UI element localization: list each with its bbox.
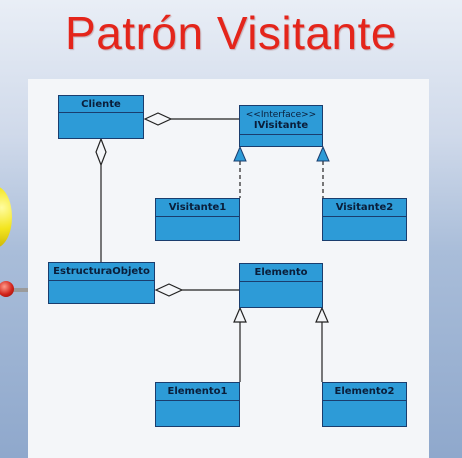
generalization-arrowhead-elemento2 — [315, 306, 329, 323]
class-name-elemento1: Elemento1 — [167, 386, 228, 397]
class-name-visitante1: Visitante1 — [168, 202, 227, 213]
red-sphere-decoration — [0, 281, 14, 297]
class-name-elemento: Elemento — [254, 267, 308, 278]
class-visitante2: Visitante2 — [322, 198, 407, 241]
class-name-ivisitante: IVisitante — [253, 119, 309, 131]
class-visitante1: Visitante1 — [155, 198, 240, 241]
realization-arrowhead-visitante2 — [316, 145, 330, 162]
class-name-estructura-objeto: EstructuraObjeto — [53, 266, 150, 277]
aggregation-diamond-estructura-elemento — [154, 283, 184, 297]
pin-stick-decoration — [12, 288, 30, 292]
class-name-cliente: Cliente — [81, 98, 121, 110]
aggregation-diamond-cliente-ivisitante — [143, 112, 173, 126]
generalization-arrowhead-elemento1 — [233, 306, 247, 323]
class-name-elemento2: Elemento2 — [334, 386, 395, 397]
yellow-sphere-decoration — [0, 186, 12, 248]
slide-title: Patrón Visitante — [65, 7, 397, 59]
realization-arrowhead-visitante1 — [233, 145, 247, 162]
class-estructura-objeto: EstructuraObjeto — [48, 262, 155, 304]
class-ivisitante: <<Interface>> IVisitante — [239, 105, 323, 147]
class-elemento: Elemento — [239, 263, 323, 308]
stereotype-ivisitante: <<Interface>> — [245, 109, 317, 120]
class-cliente: Cliente — [58, 95, 144, 139]
class-elemento2: Elemento2 — [322, 382, 407, 427]
class-name-visitante2: Visitante2 — [335, 202, 394, 213]
aggregation-diamond-cliente-estructura — [95, 137, 107, 167]
class-elemento1: Elemento1 — [155, 382, 240, 427]
